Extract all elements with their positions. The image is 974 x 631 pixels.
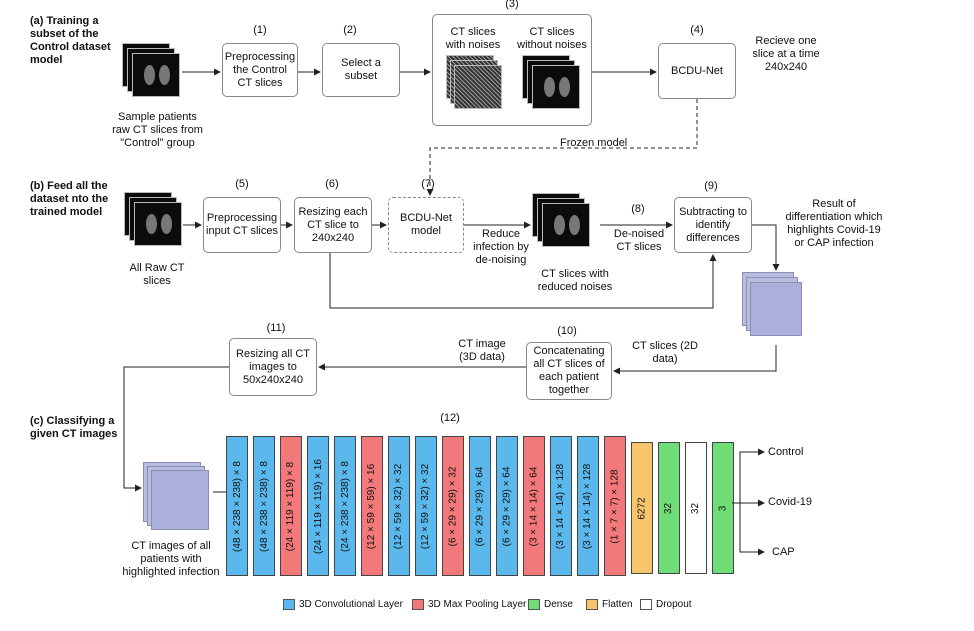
result-diff-label: Result of differentiation which highligh… (785, 198, 883, 249)
step-2-number: (2) (343, 24, 357, 36)
ct-image-3d-label: CT image (3D data) (458, 338, 506, 363)
section-a-title: (a) Training a subset of the Control dat… (30, 15, 111, 66)
resize-images-box: Resizing all CT images to 50x240x240 (229, 338, 317, 396)
legend-swatch (586, 599, 598, 610)
receive-slice-label: Recieve one slice at a time 240x240 (752, 35, 820, 73)
preprocess-control-box: Preprocessing the Control CT slices (222, 43, 298, 97)
preprocess-input-box: Preprocessing input CT slices (203, 197, 281, 253)
layer-conv-13: (3 × 14 × 14) × 128 (550, 436, 572, 576)
legend-label: Dense (544, 599, 573, 610)
step-10-number: (10) (557, 325, 577, 337)
legend-item-pool: 3D Max Pooling Layer (412, 599, 526, 610)
legend-swatch (412, 599, 424, 610)
layer-conv-5: (24 × 238 × 238) × 8 (334, 436, 356, 576)
bcdu-net-box: BCDU-Net (658, 43, 736, 99)
resize-slice-box: Resizing each CT slice to 240x240 (294, 197, 372, 253)
section-c-title: (c) Classifying a given CT images (30, 415, 118, 440)
denoised-label: De-noised CT slices (613, 228, 665, 253)
output-covid: Covid-19 (768, 496, 813, 508)
layer-conv-2: (48 × 238 × 238) × 8 (253, 436, 275, 576)
reduce-infection-label: Reduce infection by de-noising (473, 228, 529, 266)
step-12-number: (12) (440, 412, 460, 424)
layer-conv-7: (12 × 59 × 32) × 32 (388, 436, 410, 576)
select-subset-box: Select a subset (322, 43, 400, 97)
step-9-number: (9) (704, 180, 718, 192)
step-11-number: (11) (266, 322, 286, 334)
section-b-title: (b) Feed all the dataset nto the trained… (30, 180, 109, 218)
bcdu-model-box: BCDU-Net model (388, 197, 464, 253)
layer-flatten-16: 6272 (631, 442, 653, 574)
with-noises-label: CT slices with noises (445, 26, 501, 51)
legend-item-dense: Dense (528, 599, 573, 610)
layer-conv-1: (48 × 238 × 238) × 8 (226, 436, 248, 576)
legend-item-dropout: Dropout (640, 599, 692, 610)
layer-conv-14: (3 × 14 × 14) × 128 (577, 436, 599, 576)
layer-dropout-18: 32 (685, 442, 707, 574)
all-raw-label: All Raw CT slices (129, 262, 185, 287)
reduced-noises-label: CT slices with reduced noises (537, 268, 613, 293)
layer-pool-12: (3 × 14 × 14) × 64 (523, 436, 545, 576)
frozen-model-label: Frozen model (560, 137, 628, 149)
layer-pool-6: (12 × 59 × 59) × 16 (361, 436, 383, 576)
subtract-box: Subtracting to identify differences (674, 197, 752, 253)
without-noises-label: CT slices without noises (517, 26, 587, 51)
layer-dense-17: 32 (658, 442, 680, 574)
layer-dense-19: 3 (712, 442, 734, 574)
step-4-number: (4) (690, 24, 704, 36)
output-cap: CAP (772, 546, 795, 558)
step-1-number: (1) (253, 24, 267, 36)
ct-slices-2d-label: CT slices (2D data) (632, 340, 698, 365)
legend-item-conv: 3D Convolutional Layer (283, 599, 403, 610)
layer-pool-15: (1 × 7 × 7) × 128 (604, 436, 626, 576)
layer-conv-4: (24 × 119 × 119) × 16 (307, 436, 329, 576)
output-control: Control (768, 446, 804, 458)
step-6-number: (6) (325, 178, 339, 190)
ct-images-all-label: CT images of all patients with highlight… (122, 540, 220, 578)
layer-conv-8: (12 × 59 × 32) × 32 (415, 436, 437, 576)
step-7-number: (7) (421, 178, 435, 190)
legend-item-flatten: Flatten (586, 599, 633, 610)
legend-swatch (283, 599, 295, 610)
legend-label: Dropout (656, 599, 692, 610)
layer-conv-11: (6 × 29 × 29) × 64 (496, 436, 518, 576)
layer-pool-3: (24 × 119 × 119) × 8 (280, 436, 302, 576)
legend-label: 3D Convolutional Layer (299, 599, 403, 610)
step-8-number: (8) (631, 203, 645, 215)
legend-label: Flatten (602, 599, 633, 610)
step-5-number: (5) (235, 178, 249, 190)
step-3-number: (3) (505, 0, 519, 10)
legend-swatch (640, 599, 652, 610)
layer-pool-9: (6 × 29 × 29) × 32 (442, 436, 464, 576)
legend-swatch (528, 599, 540, 610)
layer-conv-10: (6 × 29 × 29) × 64 (469, 436, 491, 576)
sample-patients-label: Sample patients raw CT slices from "Cont… (112, 111, 203, 149)
legend-label: 3D Max Pooling Layer (428, 599, 527, 610)
concat-box: Concatenating all CT slices of each pati… (526, 342, 612, 400)
